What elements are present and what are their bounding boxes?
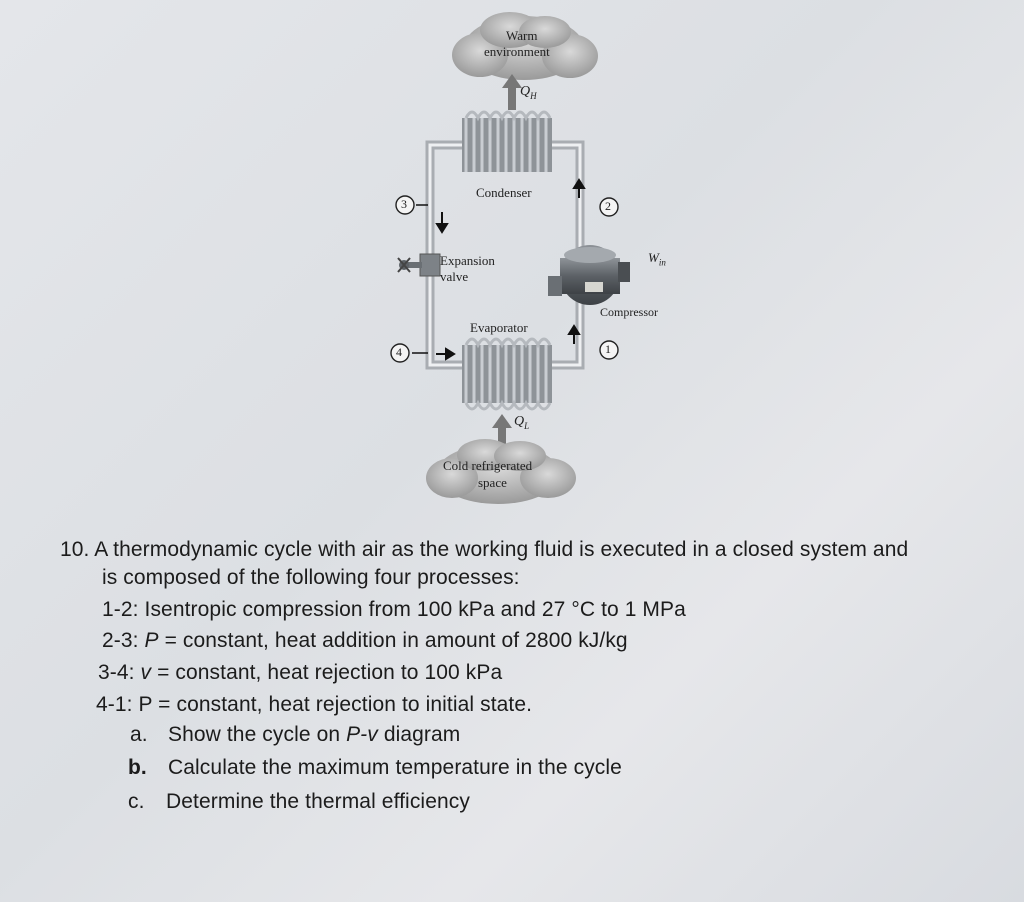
question-c-label: c.: [128, 790, 145, 813]
warm-environment-label-2: environment: [484, 44, 550, 59]
question-a-variable: P-v: [346, 723, 378, 746]
evaporator-label: Evaporator: [470, 320, 528, 335]
ql-subscript: L: [524, 420, 530, 431]
process-3-4-variable: v: [140, 661, 152, 684]
question-a: a. Show the cycle on P-v diagram: [130, 723, 460, 747]
expansion-valve-label-1: Expansion: [440, 253, 495, 268]
condenser-coil: [462, 110, 552, 172]
process-2-3-variable: P: [144, 629, 159, 652]
ql-symbol: Q: [514, 414, 525, 429]
process-2-3-label: 2-3:: [102, 629, 145, 652]
qh-symbol: Q: [520, 84, 531, 99]
problem-number: 10.: [60, 538, 90, 561]
win-symbol: W: [648, 250, 659, 265]
question-a-label: a.: [130, 723, 148, 746]
warm-environment-label-1: Warm: [506, 28, 538, 43]
problem-statement-1: A thermodynamic cycle with air as the wo…: [94, 538, 909, 561]
process-4-1: 4-1: P = constant, heat rejection to ini…: [96, 693, 533, 716]
qh-subscript: H: [530, 90, 537, 101]
problem-intro-line-2: is composed of the following four proces…: [102, 566, 520, 589]
process-3-4-text: = constant, heat rejection to 100 kPa: [151, 661, 503, 684]
win-label: Win: [648, 250, 666, 268]
refrigeration-cycle-diagram: Warm environment QH Condenser Expansion …: [390, 12, 666, 504]
question-a-text-end: diagram: [377, 723, 461, 746]
expansion-valve-label-2: valve: [440, 269, 469, 284]
warm-environment-cloud: [452, 12, 598, 80]
cold-space-label-1: Cold refrigerated: [443, 458, 533, 473]
process-1-2: 1-2: Isentropic compression from 100 kPa…: [102, 598, 686, 621]
condenser-label: Condenser: [476, 185, 532, 200]
expansion-valve: [397, 253, 441, 277]
cold-space-label-2: space: [478, 475, 507, 490]
question-c: c. Determine the thermal efficiency: [128, 790, 470, 814]
state-markers: [390, 195, 619, 363]
ql-label: QL: [514, 414, 529, 431]
problem-intro-line-1: 10. A thermodynamic cycle with air as th…: [60, 538, 908, 562]
state-1-label: 1: [605, 342, 611, 356]
state-4-label: 4: [396, 345, 402, 359]
evaporator-coil: [462, 337, 552, 411]
process-2-3-text: = constant, heat addition in amount of 2…: [158, 629, 628, 652]
process-2-3: 2-3: P = constant, heat addition in amou…: [102, 629, 628, 653]
flow-arrows: [435, 178, 586, 361]
process-3-4-label: 3-4:: [98, 661, 141, 684]
question-c-text: Determine the thermal efficiency: [166, 790, 470, 813]
cold-space-cloud: [426, 439, 576, 504]
state-3-label: 3: [401, 197, 407, 211]
heat-out-arrow: [502, 74, 522, 110]
question-b: b. Calculate the maximum temperature in t…: [128, 756, 622, 780]
compressor-label: Compressor: [600, 305, 658, 319]
win-subscript: in: [658, 257, 666, 268]
state-2-label: 2: [605, 199, 611, 213]
question-b-label: b.: [128, 756, 147, 779]
question-b-text: Calculate the maximum temperature in the…: [168, 756, 622, 779]
compressor: [548, 245, 630, 305]
qh-label: QH: [520, 84, 537, 101]
process-3-4: 3-4: v = constant, heat rejection to 100…: [98, 661, 502, 685]
question-a-text: Show the cycle on: [168, 723, 347, 746]
diagram-graphics: [390, 12, 630, 504]
